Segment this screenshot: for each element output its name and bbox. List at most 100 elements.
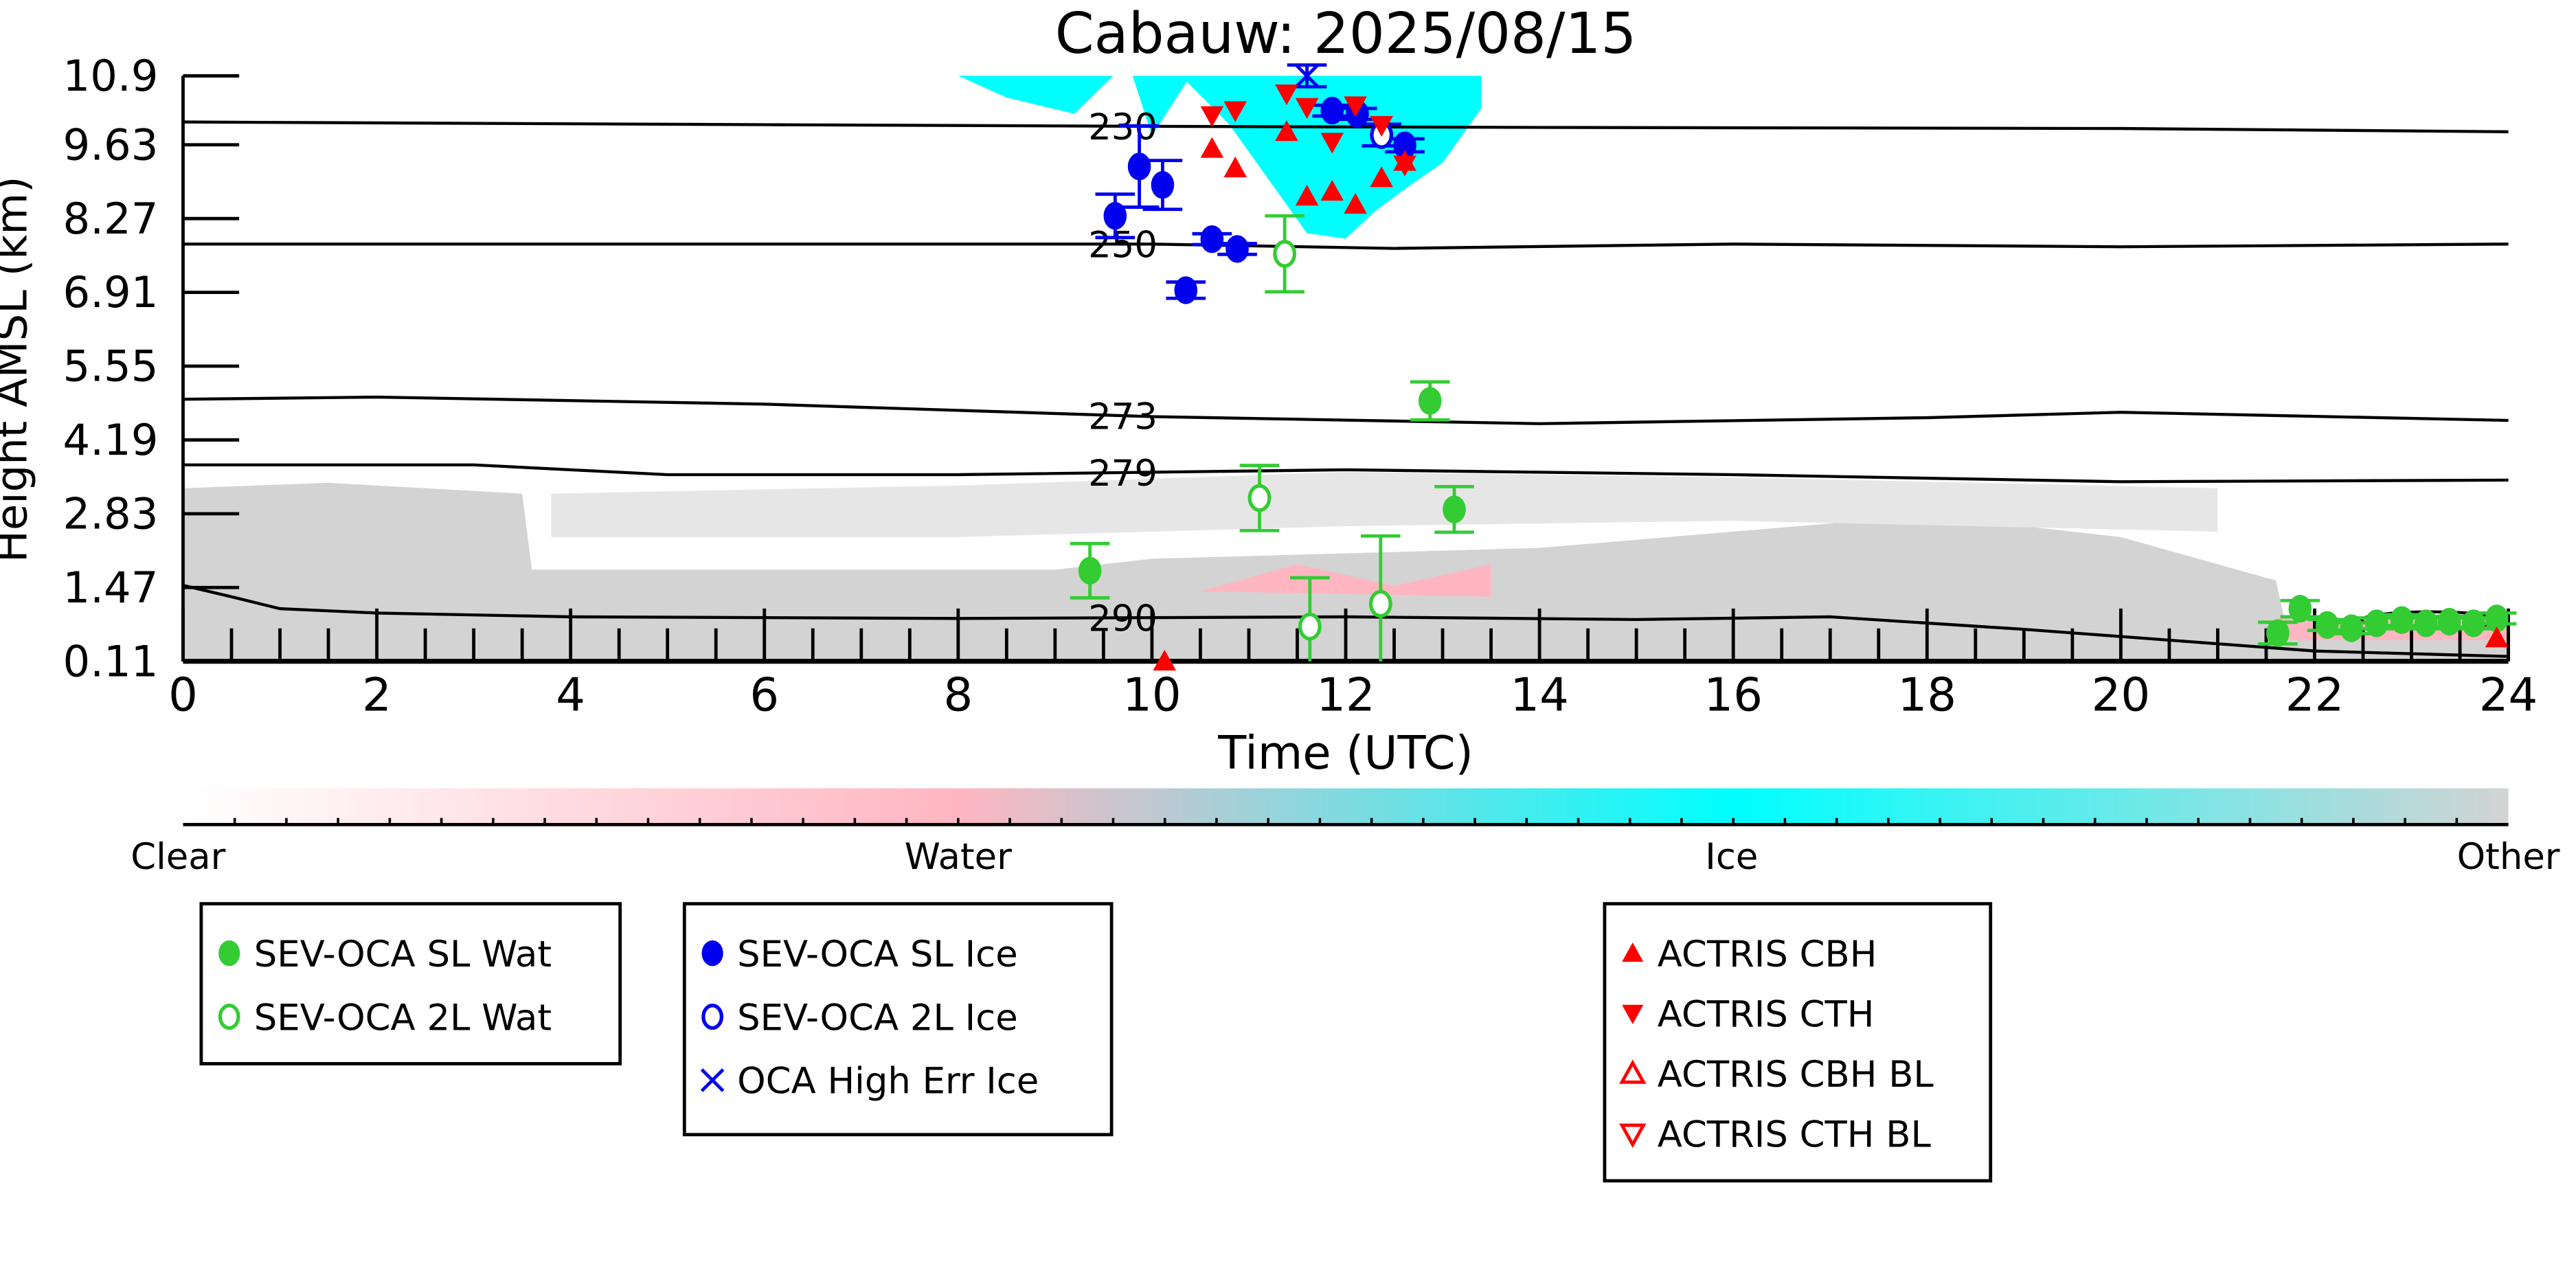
x-tick-label: 2: [362, 668, 392, 722]
y-tick-label: 5.55: [63, 341, 159, 392]
data-point: [1273, 240, 1297, 268]
y-tick-label: 2.83: [63, 488, 159, 539]
legend-marker-actris-cbh-bl: [1619, 1059, 1647, 1084]
y-tick-label: 9.63: [63, 120, 159, 170]
isotherm-label: 250: [1088, 225, 1157, 267]
data-point: [1370, 166, 1394, 188]
legend-marker-sev-oca-sl-wat: [218, 940, 240, 967]
x-tick-label: 24: [2479, 668, 2538, 722]
data-point: [2485, 626, 2509, 648]
legend-label: ACTRIS CBH: [1658, 934, 1877, 975]
cloud-mask-background: [183, 76, 2509, 662]
x-tick-label: 12: [1316, 668, 1375, 722]
legend-marker-sev-oca-sl-ice: [701, 940, 723, 967]
legend-marker-sev-oca-2l-wat: [218, 1004, 240, 1030]
isotherm-273: [183, 395, 2509, 425]
series-actris-cth: [1200, 84, 1416, 177]
data-point: [1320, 179, 1344, 201]
legend-label: SEV-OCA SL Ice: [737, 934, 1018, 975]
data-point: [1418, 387, 1442, 415]
legend-label: ACTRIS CTH: [1658, 993, 1875, 1035]
data-point: [2316, 611, 2339, 639]
data-point: [1153, 649, 1177, 671]
x-tick-label: 14: [1510, 668, 1569, 722]
isotherm-250: [183, 242, 2509, 250]
data-point: [1393, 155, 1416, 177]
data-point: [1247, 484, 1272, 512]
x-tick-label: 18: [1898, 668, 1957, 722]
legend-frame: [199, 902, 622, 1065]
data-point: [1344, 192, 1367, 214]
legend-label: SEV-OCA 2L Ice: [737, 997, 1018, 1039]
data-point: [1275, 120, 1298, 142]
mask-other-sparse-region: [551, 472, 2218, 537]
isotherm-label: 279: [1088, 453, 1157, 495]
colorbar-label-water: Water: [905, 836, 1012, 878]
data-point: [1443, 495, 1466, 523]
data-point: [2461, 609, 2485, 637]
isotherm-label: 273: [1088, 396, 1157, 438]
x-tick-label: 16: [1704, 668, 1763, 722]
legend-marker-actris-cth-bl: [1619, 1123, 1647, 1149]
series-sev-oca-sl-ice: [1095, 96, 1425, 304]
data-point: [1223, 156, 1247, 178]
y-tick-label: 6.91: [63, 267, 159, 317]
data-point: [1393, 131, 1416, 159]
mask-ice-region: [958, 76, 1114, 114]
legend-label: ACTRIS CBH BL: [1658, 1054, 1934, 1096]
y-tick-label: 10.9: [63, 51, 159, 101]
x-tick-label: 20: [2092, 668, 2151, 722]
data-point: [2364, 609, 2388, 637]
chart-title: Cabauw: 2025/08/15: [1055, 1, 1637, 67]
data-point: [1127, 152, 1151, 181]
x-tick-label: 0: [168, 668, 198, 722]
data-point: [1344, 96, 1367, 117]
x-tick-label: 8: [943, 668, 973, 722]
data-point: [1200, 137, 1224, 158]
data-point: [1275, 84, 1298, 106]
series-sev-oca-sl-wat: [1070, 380, 2517, 647]
data-point: [2485, 605, 2509, 633]
data-point: [2414, 609, 2438, 637]
legend-label: SEV-OCA 2L Wat: [254, 997, 552, 1039]
y-tick-label: 4.19: [63, 415, 159, 465]
data-point: [1151, 171, 1175, 199]
x-tick-label: 4: [556, 668, 585, 722]
data-point: [2340, 614, 2363, 642]
data-point: [2288, 594, 2312, 623]
legend-marker-actris-cth: [1622, 1004, 1644, 1024]
data-point: [1298, 612, 1322, 641]
data-point: [1223, 101, 1247, 122]
legend-marker-oca-high-err-ice: [700, 1068, 725, 1092]
data-point: [2390, 606, 2414, 634]
data-point: [1103, 202, 1127, 230]
y-tick-label: 8.27: [63, 194, 159, 244]
x-tick-label: 22: [2285, 668, 2345, 722]
data-point: [1078, 556, 1102, 585]
y-axis-label: Height AMSL (km): [0, 177, 36, 563]
data-point: [1370, 115, 1394, 137]
data-markers: [1070, 63, 2517, 671]
y-tick-label: 0.11: [63, 636, 159, 686]
colorbar-label-clear: Clear: [131, 836, 225, 878]
data-point: [2437, 607, 2461, 636]
legend-label: OCA High Err Ice: [737, 1061, 1039, 1103]
legend-marker-actris-cbh: [1622, 942, 1644, 962]
x-tick-label: 6: [749, 668, 779, 722]
data-point: [2266, 619, 2290, 647]
data-point: [1200, 225, 1224, 253]
data-point: [1174, 276, 1198, 304]
data-point: [1320, 96, 1344, 125]
colorbar-ticks: [233, 817, 2459, 825]
data-point: [1225, 235, 1249, 263]
data-point: [1368, 589, 1392, 618]
data-point: [1320, 133, 1344, 154]
legend-frame: [1603, 902, 1993, 1183]
y-tick-label: 1.47: [63, 563, 159, 613]
colorbar-label-other: Other: [2457, 836, 2560, 878]
